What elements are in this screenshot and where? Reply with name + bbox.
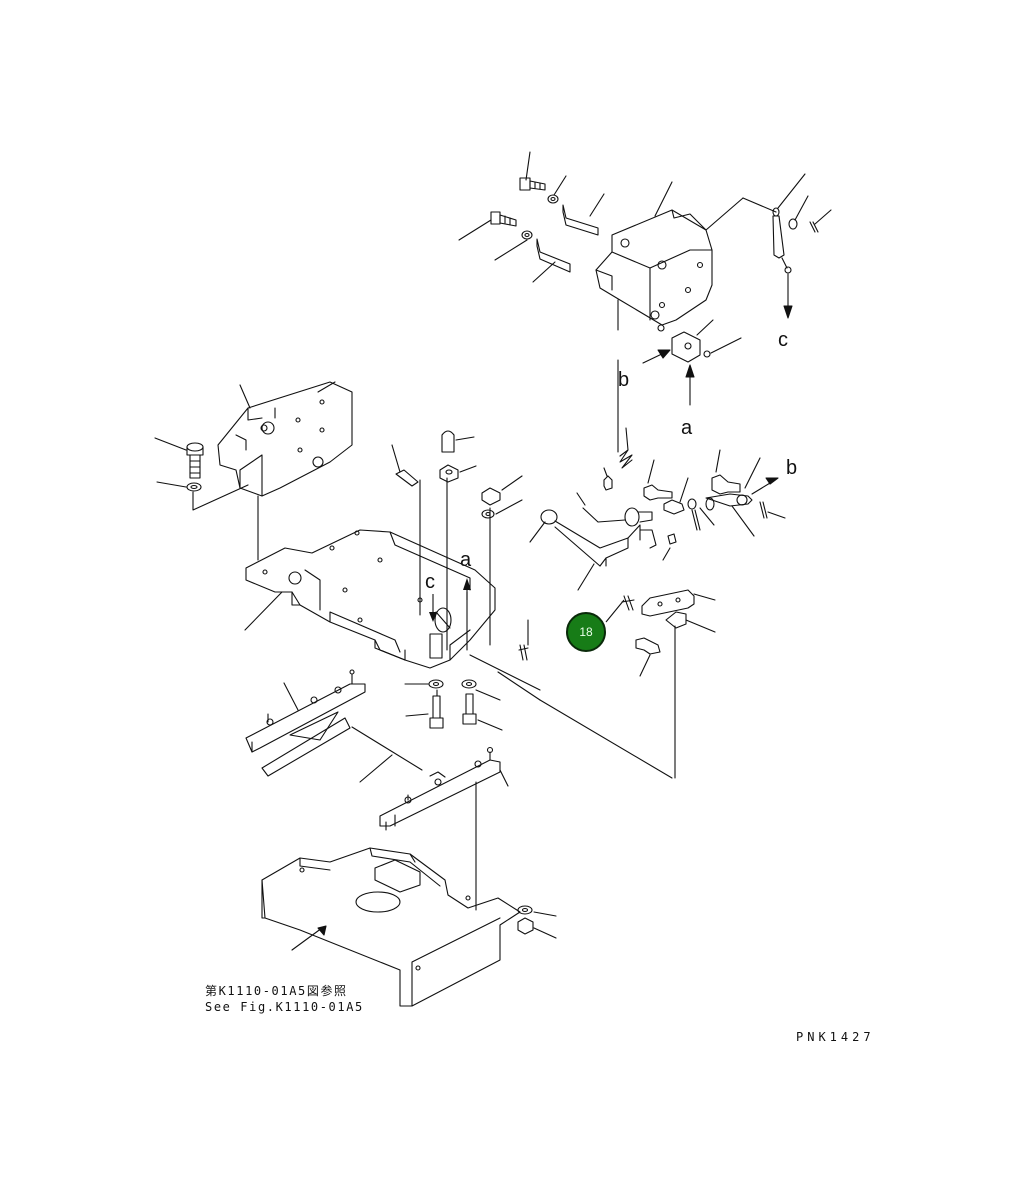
small-part [603, 475, 613, 491]
cotter-pin-part [621, 595, 635, 611]
clevis-part [663, 499, 685, 515]
ref-label-b-right: b [786, 457, 798, 479]
washer-part [705, 497, 715, 511]
ref-label-a-top: a [681, 417, 693, 439]
part-callout-badge[interactable]: 18 [566, 612, 606, 652]
slide-rail-left [245, 669, 423, 783]
fastener-group [391, 430, 529, 731]
bolt-part [635, 637, 661, 655]
ref-label-a-mid: a [460, 549, 472, 571]
bolt-part [711, 474, 741, 495]
bolt-part [490, 211, 517, 227]
spring-part [619, 449, 633, 469]
plate-part [665, 611, 687, 629]
bolt-part [186, 442, 204, 479]
cotter-pin-part [759, 501, 768, 519]
washer-part [547, 194, 559, 204]
bolt-part [429, 693, 477, 729]
drawing-code: PNK1427 [796, 1030, 875, 1044]
nut-part [439, 464, 459, 483]
lever-assembly [529, 359, 786, 779]
washer-part [521, 230, 533, 240]
ref-label-b-left: b [618, 369, 630, 391]
side-bracket [217, 381, 353, 497]
cotter-pin-part [691, 509, 701, 531]
knob-part [441, 430, 455, 453]
washer-part [428, 679, 444, 689]
washer-part [687, 498, 697, 510]
block-part [671, 331, 701, 363]
rod-end-part [742, 197, 792, 274]
slide-rail-right [379, 746, 509, 911]
ref-label-c-top: c [778, 329, 788, 351]
bolt-part [519, 177, 546, 191]
control-bracket [595, 209, 713, 326]
cotter-pin-part [809, 221, 819, 233]
cotter-pin-part [518, 644, 529, 661]
washer-part [461, 679, 477, 689]
main-base-plate [244, 477, 673, 779]
left-bracket-assembly [154, 381, 353, 561]
nut-part [481, 487, 501, 506]
pin-part [562, 204, 599, 236]
washer-part [517, 905, 533, 915]
plate-part [641, 589, 695, 617]
pin-part [536, 238, 571, 273]
see-figure-note-jp: 第K1110-01A5図参照 [205, 984, 348, 998]
washer-part [788, 218, 798, 230]
small-part [667, 533, 677, 545]
nut-part [517, 917, 534, 935]
knob-part [540, 509, 558, 525]
bolt-part [643, 484, 673, 501]
floor-plate [261, 847, 557, 1007]
ref-label-c-mid: c [425, 571, 435, 593]
washer-part [186, 482, 202, 492]
see-figure-note-en: See Fig.K1110-01A5 [205, 1000, 364, 1014]
stud-part [395, 469, 419, 487]
upper-bracket-assembly [458, 151, 832, 406]
washer-part [481, 509, 495, 519]
rod-end-part [705, 493, 753, 507]
